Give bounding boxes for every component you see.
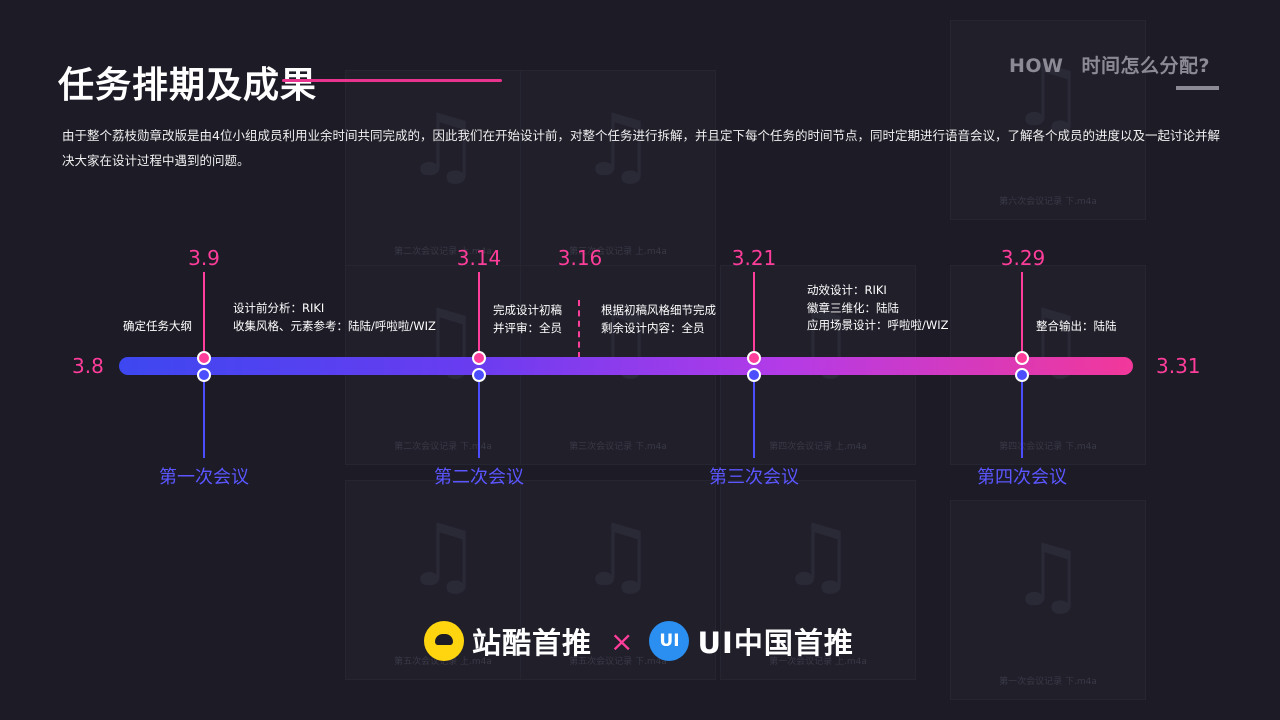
cross-icon: ×	[610, 624, 634, 658]
meeting-stem	[203, 376, 205, 458]
task-note: 动效设计：RIKI 徽章三维化：陆陆 应用场景设计：呼啦啦/WIZ	[807, 282, 949, 335]
meeting-dot	[747, 368, 761, 382]
task-note: 根据初稿风格细节完成 剩余设计内容：全员	[601, 302, 716, 337]
milestone-date: 3.29	[1000, 246, 1046, 270]
uichina-logo-icon: UI	[649, 621, 690, 661]
milestone-dot	[747, 351, 761, 365]
task-line: 动效设计：RIKI	[807, 283, 887, 297]
section-question: 时间怎么分配?	[1081, 55, 1210, 77]
meeting-dot	[1015, 368, 1029, 382]
task-note: 完成设计初稿 并评审：全员	[493, 302, 562, 337]
timeline-track	[119, 357, 1133, 375]
task-line: 根据初稿风格细节完成	[601, 303, 716, 317]
meeting-label: 第二次会议	[434, 467, 524, 488]
milestone-stem	[478, 272, 480, 358]
background-file-name: 第二次会议记录 下.m4a	[394, 442, 492, 452]
meeting-label: 第四次会议	[977, 467, 1067, 488]
task-note: 设计前分析：RIKI 收集风格、元素参考：陆陆/呼啦啦/WIZ	[233, 300, 436, 335]
midpoint-dashed-line	[578, 300, 580, 358]
timeline-end-label: 3.31	[1156, 354, 1201, 378]
how-label: HOW	[1008, 55, 1064, 77]
background-file-name: 第一次会议记录 下.m4a	[999, 677, 1097, 687]
background-file-name: 第四次会议记录 下.m4a	[999, 442, 1097, 452]
background-file-name: 第四次会议记录 上.m4a	[769, 442, 867, 452]
music-note-icon: ♫	[1009, 526, 1087, 627]
background-file-name: 第三次会议记录 下.m4a	[569, 442, 667, 452]
meeting-label: 第一次会议	[159, 467, 249, 488]
zcool-brand-text: 站酷首推	[472, 626, 593, 660]
section-label: HOW 时间怎么分配?	[1009, 51, 1210, 78]
milestone-stem	[203, 272, 205, 358]
page-title: 任务排期及成果	[58, 65, 318, 106]
meeting-dot	[197, 368, 211, 382]
music-note-icon: ♫	[579, 506, 657, 607]
task-line: 确定任务大纲	[123, 319, 192, 333]
milestone-date: 3.14	[456, 246, 502, 270]
task-line: 整合输出：陆陆	[1036, 319, 1117, 333]
task-note: 确定任务大纲	[123, 318, 192, 336]
zcool-logo-icon	[424, 621, 464, 661]
footer-logos: 站酷首推 × UI UI中国首推	[424, 620, 854, 662]
task-note: 整合输出：陆陆	[1036, 318, 1117, 336]
task-line: 徽章三维化：陆陆	[807, 300, 899, 315]
meeting-label: 第三次会议	[709, 467, 799, 488]
title-underline	[282, 79, 502, 82]
milestone-date: 3.9	[188, 246, 220, 270]
milestone-date: 3.21	[731, 246, 777, 270]
milestone-dot	[197, 351, 211, 365]
task-line: 应用场景设计：呼啦啦/WIZ	[807, 318, 949, 332]
milestone-stem	[753, 272, 755, 358]
midpoint-date: 3.16	[557, 246, 603, 270]
section-underline	[1176, 86, 1219, 90]
music-note-icon: ♫	[779, 506, 857, 607]
background-file-name: 第三次会议记录 上.m4a	[569, 247, 667, 257]
task-line: 并评审：全员	[493, 320, 562, 335]
task-line: 剩余设计内容：全员	[601, 320, 705, 335]
description-paragraph: 由于整个荔枝勋章改版是由4位小组成员利用业余时间共同完成的，因此我们在开始设计前…	[62, 128, 1220, 168]
meeting-stem	[478, 376, 480, 458]
background-file-tile: ♫ 第一次会议记录 下.m4a	[950, 500, 1146, 700]
background-file-tile: ♫第六次会议记录 下.m4a	[950, 20, 1146, 220]
timeline-start-label: 3.8	[72, 354, 104, 378]
background-file-name: 第六次会议记录 下.m4a	[999, 197, 1097, 207]
milestone-stem	[1021, 272, 1023, 358]
uichina-brand-text: UI中国首推	[697, 626, 854, 660]
task-line: 设计前分析：RIKI	[233, 301, 325, 315]
music-note-icon: ♫	[404, 506, 482, 607]
meeting-stem	[1021, 376, 1023, 458]
meeting-stem	[753, 376, 755, 458]
task-line: 完成设计初稿	[493, 303, 562, 317]
meeting-dot	[472, 368, 486, 382]
background-file-name: 第二次会议记录 上.m4a	[394, 247, 492, 257]
milestone-dot	[1015, 351, 1029, 365]
task-line: 收集风格、元素参考：陆陆/呼啦啦/WIZ	[233, 318, 436, 333]
milestone-dot	[472, 351, 486, 365]
